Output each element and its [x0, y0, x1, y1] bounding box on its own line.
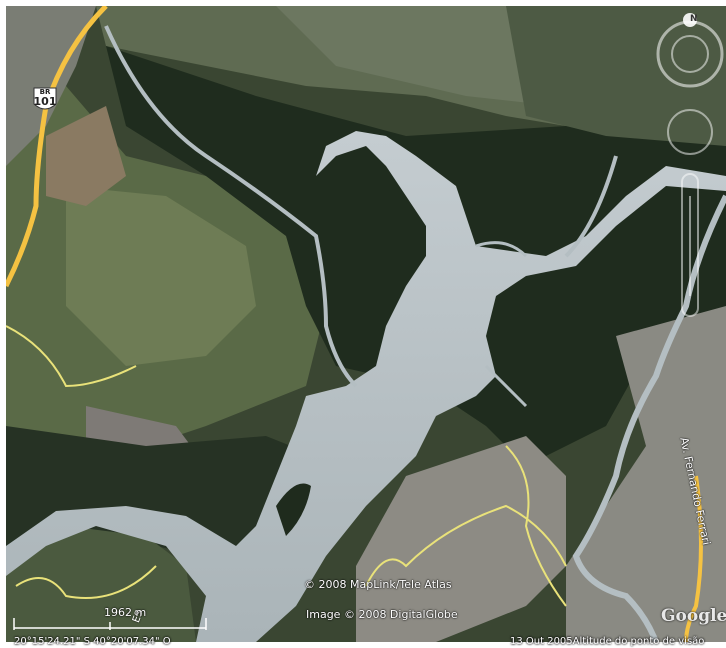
- zoom-slider[interactable]: [681, 173, 699, 317]
- scale-label: 1962 m: [104, 606, 147, 619]
- map-viewport[interactable]: BR 101 N Av. Fernando Ferrari ES © 2008 …: [6, 6, 726, 642]
- maplink-credit: © 2008 MapLink/Tele Atlas: [304, 578, 452, 591]
- coordinates-readout: 20°15'24.21" S 40°20'07.34" O: [14, 636, 171, 647]
- google-logo: Google: [661, 606, 726, 626]
- move-joystick-icon[interactable]: [667, 109, 713, 155]
- compass-ring-icon[interactable]: [656, 13, 724, 88]
- highway-br101-line: [6, 6, 108, 288]
- shield-top-text: BR: [39, 88, 51, 96]
- compass-letter: N: [690, 14, 698, 24]
- shield-number: 101: [33, 95, 57, 108]
- scale-bar: [13, 618, 207, 630]
- highway-shield-icon: BR 101: [32, 86, 58, 114]
- satellite-imagery: [6, 6, 726, 642]
- date-altitude-readout: 13 Out 2005Altitude do ponto de visão: [510, 636, 705, 647]
- imagery-credit: Image © 2008 DigitalGlobe: [306, 608, 458, 621]
